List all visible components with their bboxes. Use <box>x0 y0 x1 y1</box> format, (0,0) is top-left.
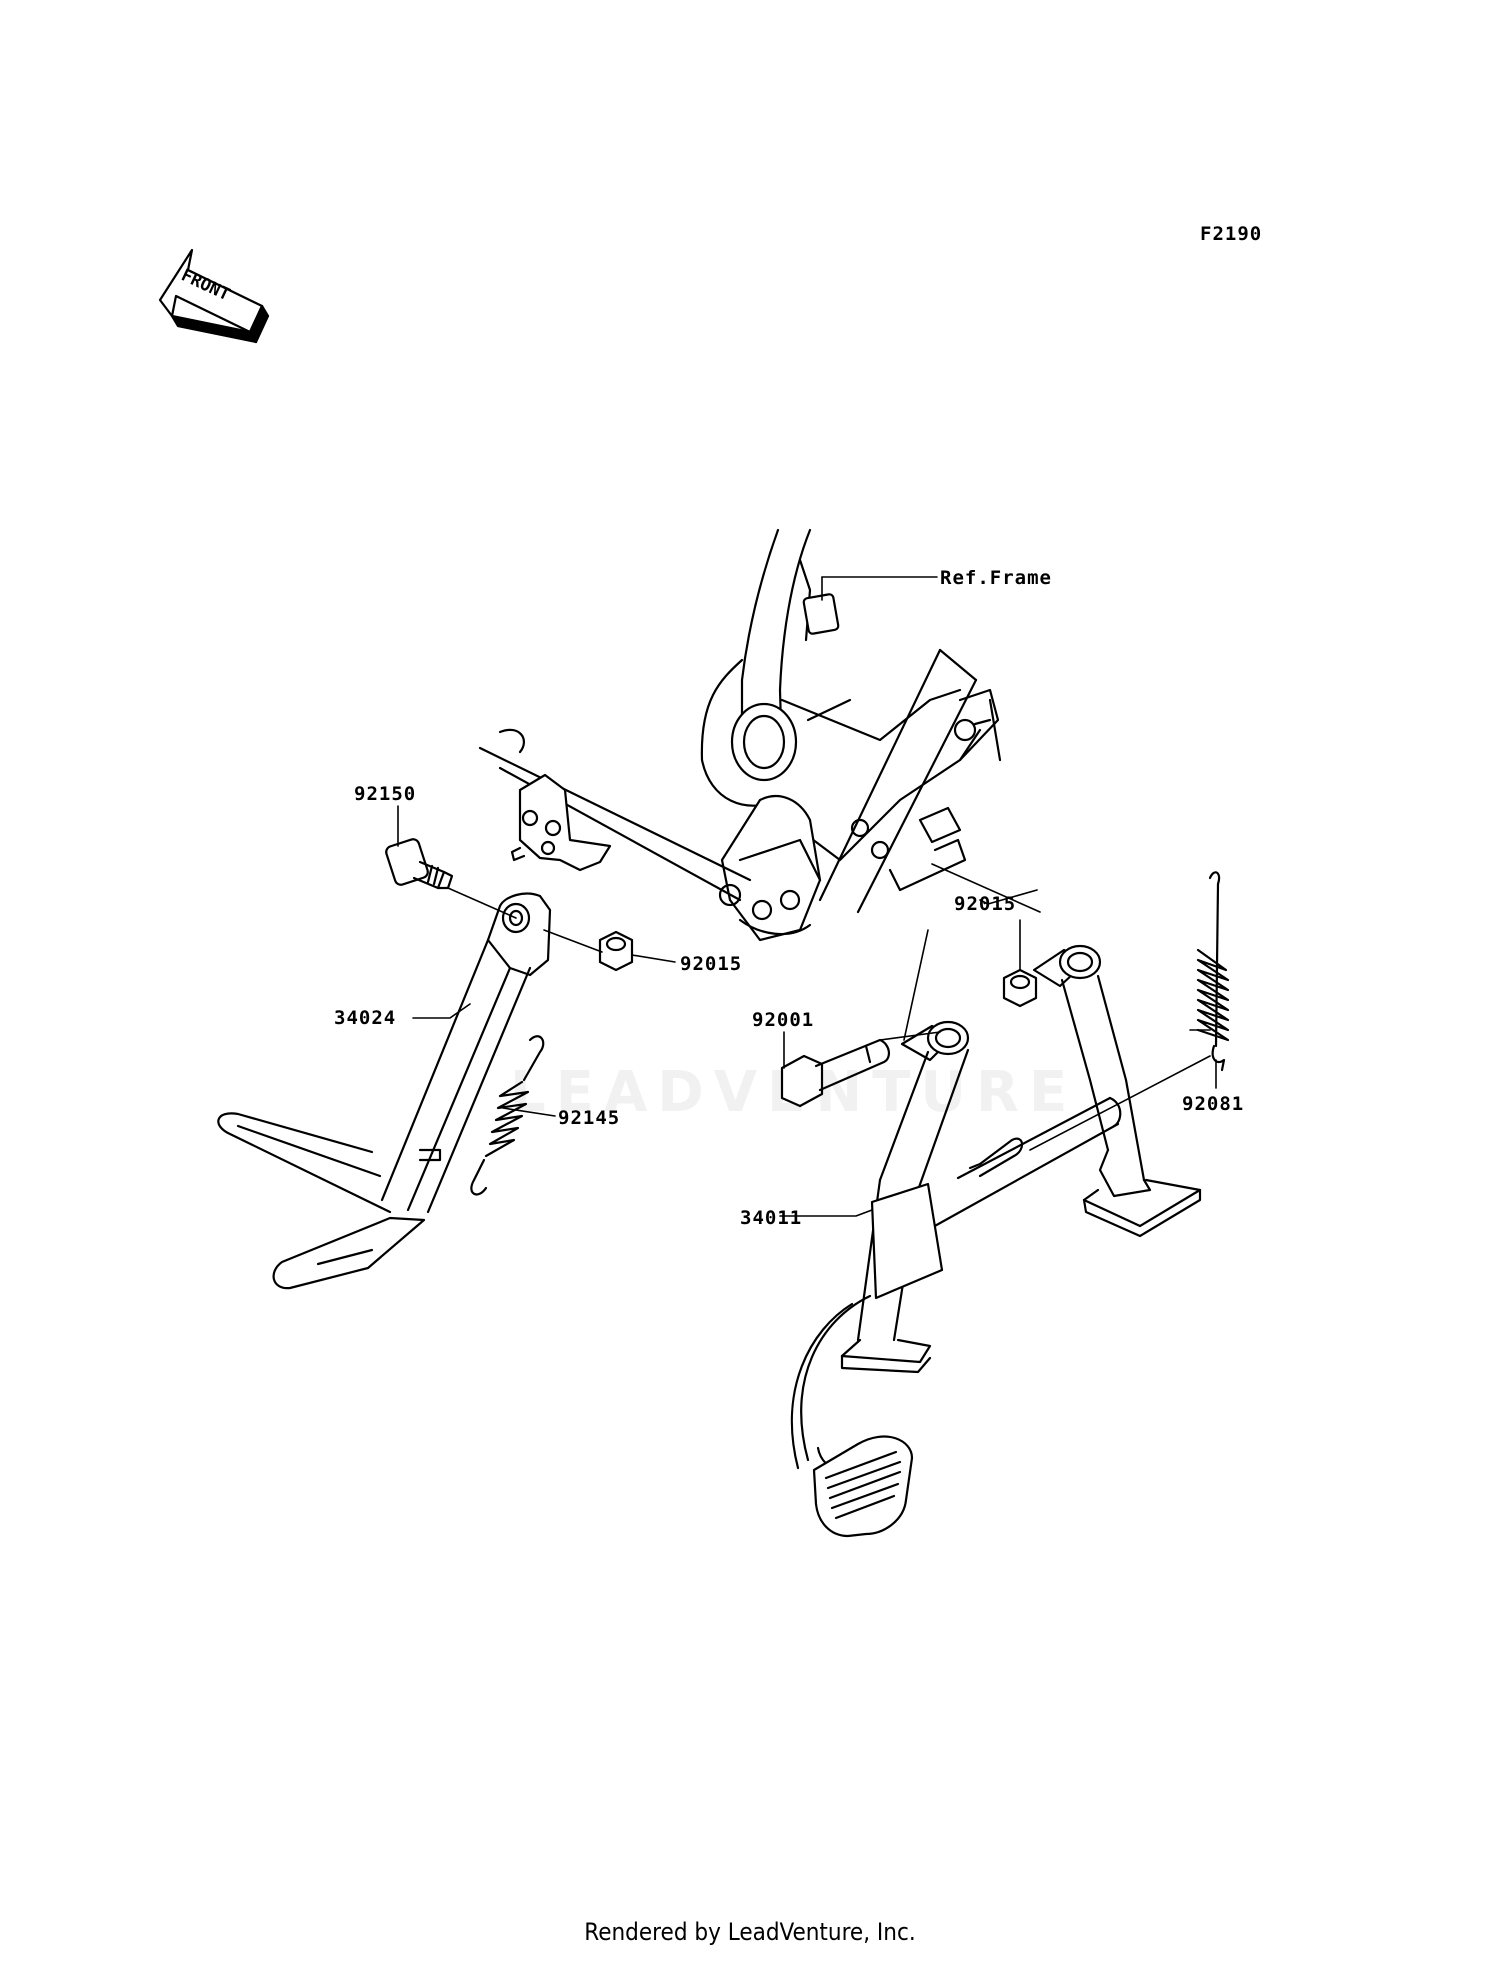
footer-credit: Rendered by LeadVenture, Inc. <box>584 1918 916 1946</box>
bolt-92001 <box>780 1038 890 1108</box>
front-arrow-icon: FRONT <box>158 248 270 344</box>
spring-92081 <box>1196 871 1230 1072</box>
callout-92150: 92150 <box>354 783 416 805</box>
spring-92145 <box>470 1035 545 1196</box>
callout-92015-right: 92015 <box>954 893 1016 915</box>
callout-92001: 92001 <box>752 1009 814 1031</box>
nut-92015-right <box>1002 968 1038 1008</box>
bolt-92150 <box>385 838 454 890</box>
center-stand-34011 <box>790 944 1202 1538</box>
frame-reference <box>478 528 1002 942</box>
nut-92015-left <box>598 930 634 972</box>
callout-92081: 92081 <box>1182 1093 1244 1115</box>
callout-34011: 34011 <box>740 1207 802 1229</box>
callout-34024: 34024 <box>334 1007 396 1029</box>
callout-ref-frame: Ref.Frame <box>940 567 1052 589</box>
diagram-code: F2190 <box>1200 223 1262 245</box>
callout-92145: 92145 <box>558 1107 620 1129</box>
callout-92015-left: 92015 <box>680 953 742 975</box>
leader-lines <box>397 576 1217 1217</box>
side-stand-34024 <box>217 892 552 1290</box>
